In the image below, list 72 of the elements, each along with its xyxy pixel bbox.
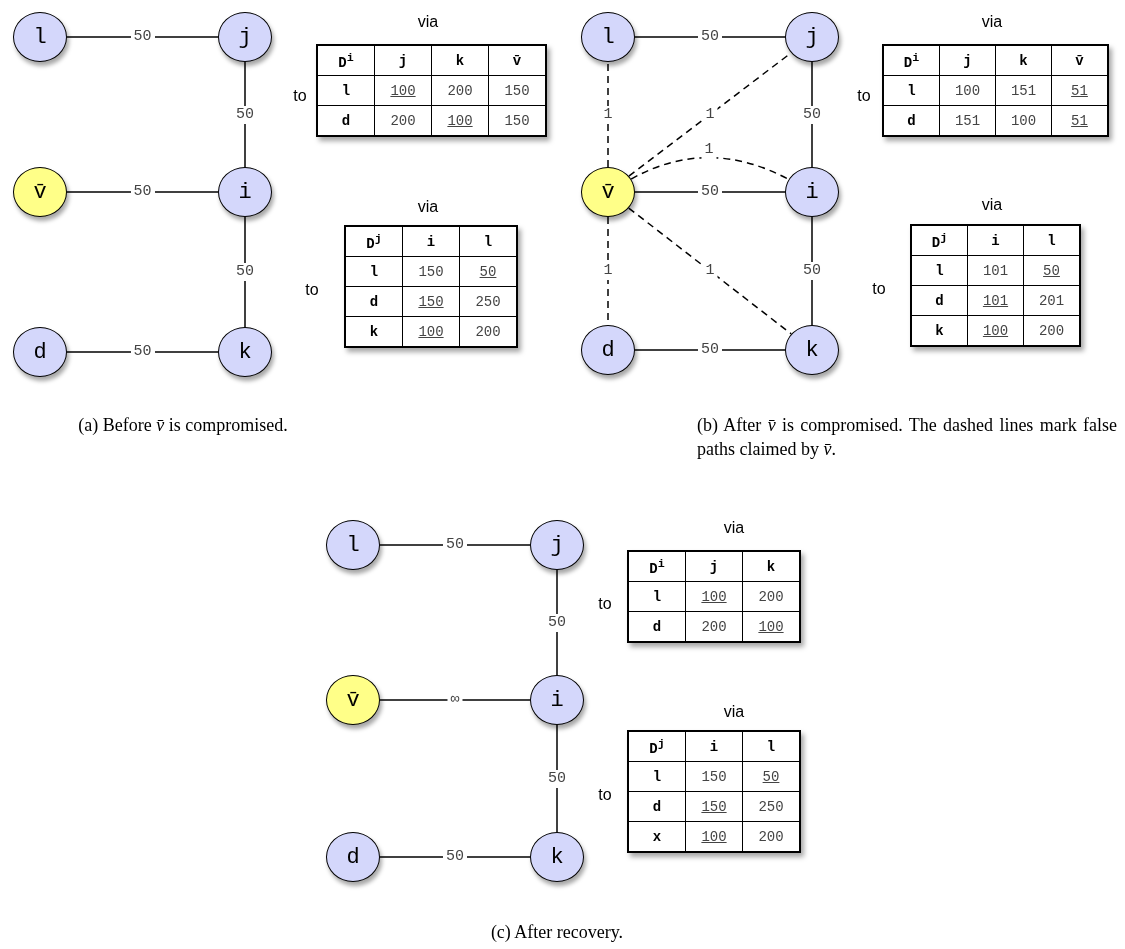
table-cell: 150 [402,256,460,287]
connector-line [379,699,531,701]
table-cell: 150 [685,791,743,822]
column-heading: via [981,13,1003,31]
table-cell: 101 [967,285,1024,316]
row-heading: to [857,87,871,105]
header-cell: k [431,45,489,76]
table-cell: 150 [685,761,743,792]
node-circle: i [785,167,839,217]
edge-label: 1 [701,140,717,159]
header-cell: j [685,551,743,582]
header-cell: D$^{i}$ [317,45,375,76]
node-circle: k [530,832,584,882]
table-cell: l [628,761,686,792]
table-cell: d [911,285,968,316]
figure-caption: (b) After v̄ is compromised. The dashed lines mark false paths claimed by v̄. [697,414,1117,461]
header-cell: D$^{j}$ [628,731,686,762]
header-cell: i [402,226,460,257]
node-circle: j [218,12,272,62]
figure-caption: (c) After recovery. [489,921,625,944]
header-cell: k [995,45,1052,76]
node-circle: k [218,327,272,377]
edge-label: 1 [702,262,718,280]
table-cell: l [628,581,686,612]
node-circle: v̄ [581,167,635,217]
node-circle: l [326,520,380,570]
table-cell: l [911,255,968,286]
dashed-line [630,156,790,181]
node-circle: l [13,12,67,62]
table-cell: d [628,791,686,822]
node-circle: v̄ [13,167,67,217]
table-cell: 100 [685,581,743,612]
header-cell: D$^{i}$ [883,45,940,76]
row-heading: to [305,281,319,299]
column-heading: via [723,703,745,721]
node-circle: i [530,675,584,725]
figure-caption: (a) Before v̄ is compromised. [77,414,289,437]
node-circle: d [13,327,67,377]
column-heading: via [417,13,439,31]
header-cell: D$^{j}$ [911,225,968,256]
header-cell: i [967,225,1024,256]
table-cell: l [345,256,403,287]
row-heading: to [598,786,612,804]
table-cell: 200 [431,75,489,106]
node-circle: l [581,12,635,62]
node-circle: j [785,12,839,62]
row-heading: to [872,280,886,298]
header-cell: j [374,45,432,76]
header-cell: i [685,731,743,762]
table-cell: 151 [995,75,1052,106]
dashed-line [607,61,609,168]
header-cell: D$^{j}$ [345,226,403,257]
column-heading: via [723,519,745,537]
node-circle: j [530,520,584,570]
row-heading: to [293,87,307,105]
node-circle: d [581,325,635,375]
column-heading: via [417,198,439,216]
header-cell: D$^{i}$ [628,551,686,582]
table-cell: l [317,75,375,106]
header-cell: j [939,45,996,76]
table-cell: 100 [939,75,996,106]
node-circle: i [218,167,272,217]
column-heading: via [981,196,1003,214]
table-cell: d [345,286,403,317]
node-circle: k [785,325,839,375]
node-circle: v̄ [326,675,380,725]
table-cell: l [883,75,940,106]
row-heading: to [598,595,612,613]
table-cell: 150 [402,286,460,317]
table-cell: 100 [374,75,432,106]
table-cell: 101 [967,255,1024,286]
node-circle: d [326,832,380,882]
